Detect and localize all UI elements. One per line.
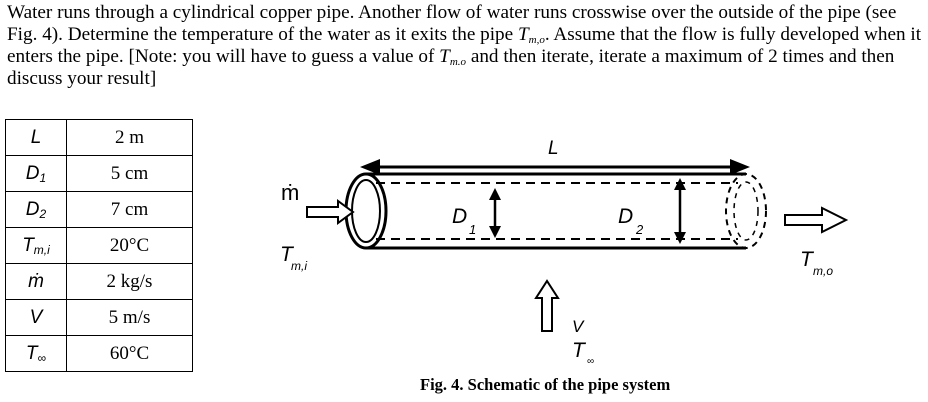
label-v: V xyxy=(572,317,585,336)
table-row: D2 7 cm xyxy=(5,191,193,228)
param-symbol: T∞ xyxy=(5,335,67,372)
label-tinf-sub: ∞ xyxy=(587,356,594,367)
crossflow-arrow xyxy=(534,279,560,332)
figure-caption: Fig. 4. Schematic of the pipe system xyxy=(420,375,671,394)
length-dimension-arrow xyxy=(360,159,750,175)
d2-diameter-arrow xyxy=(674,178,686,244)
var-sub: m,o xyxy=(528,34,545,46)
table-row: L 2 m xyxy=(5,119,193,156)
param-symbol: Tm,i xyxy=(5,227,67,264)
param-symbol: D2 xyxy=(5,191,67,228)
param-value: 60°C xyxy=(66,335,193,372)
d1-diameter-arrow xyxy=(489,188,501,238)
problem-text-1: Water runs through a cylindrical copper … xyxy=(7,2,897,45)
parameter-table: L 2 m D1 5 cm D2 7 cm Tm,i 20°C ṁ 2 kg/s… xyxy=(5,119,193,372)
pipe-body xyxy=(344,172,767,250)
var-t: T xyxy=(517,24,529,45)
label-d2-sub: 2 xyxy=(635,222,644,237)
label-tmi: T xyxy=(280,243,295,266)
label-d1: D xyxy=(452,205,467,228)
label-tmo-sub: m,o xyxy=(813,264,833,278)
param-value: 7 cm xyxy=(66,191,193,228)
param-symbol: D1 xyxy=(5,155,67,192)
param-value: 5 cm xyxy=(66,155,193,192)
table-row: V 5 m/s xyxy=(5,299,193,336)
param-symbol: V xyxy=(5,299,67,336)
param-symbol: ṁ xyxy=(5,263,67,300)
problem-text-3: and then iterate, iterate a maximum of 2… xyxy=(7,46,895,89)
problem-statement: Water runs through a cylindrical copper … xyxy=(7,2,925,90)
label-tinf: T xyxy=(572,339,587,362)
table-row: Tm,i 20°C xyxy=(5,227,193,264)
pipe-schematic: L ṁ D 1 D 2 T m,i T m,o V T ∞ xyxy=(280,138,849,367)
param-value: 20°C xyxy=(66,227,193,264)
label-l: L xyxy=(548,138,559,159)
label-d1-sub: 1 xyxy=(469,222,476,237)
table-row: ṁ 2 kg/s xyxy=(5,263,193,300)
label-d2: D xyxy=(618,205,633,228)
param-value: 2 m xyxy=(66,119,193,156)
table-row: D1 5 cm xyxy=(5,155,193,192)
label-tmo: T xyxy=(800,248,815,271)
outlet-flow-arrow xyxy=(784,206,849,234)
param-symbol: L xyxy=(5,119,67,156)
label-tmi-sub: m,i xyxy=(291,259,307,273)
label-mdot: ṁ xyxy=(281,180,299,205)
problem-text-2: . Assume that the flow is fully develope… xyxy=(7,24,922,67)
param-value: 5 m/s xyxy=(66,299,193,336)
table-row: T∞ 60°C xyxy=(5,335,193,372)
inlet-flow-arrow xyxy=(306,199,355,225)
var-sub-b: m.o xyxy=(449,56,467,68)
param-value: 2 kg/s xyxy=(66,263,193,300)
var-t-b: T xyxy=(439,46,450,67)
